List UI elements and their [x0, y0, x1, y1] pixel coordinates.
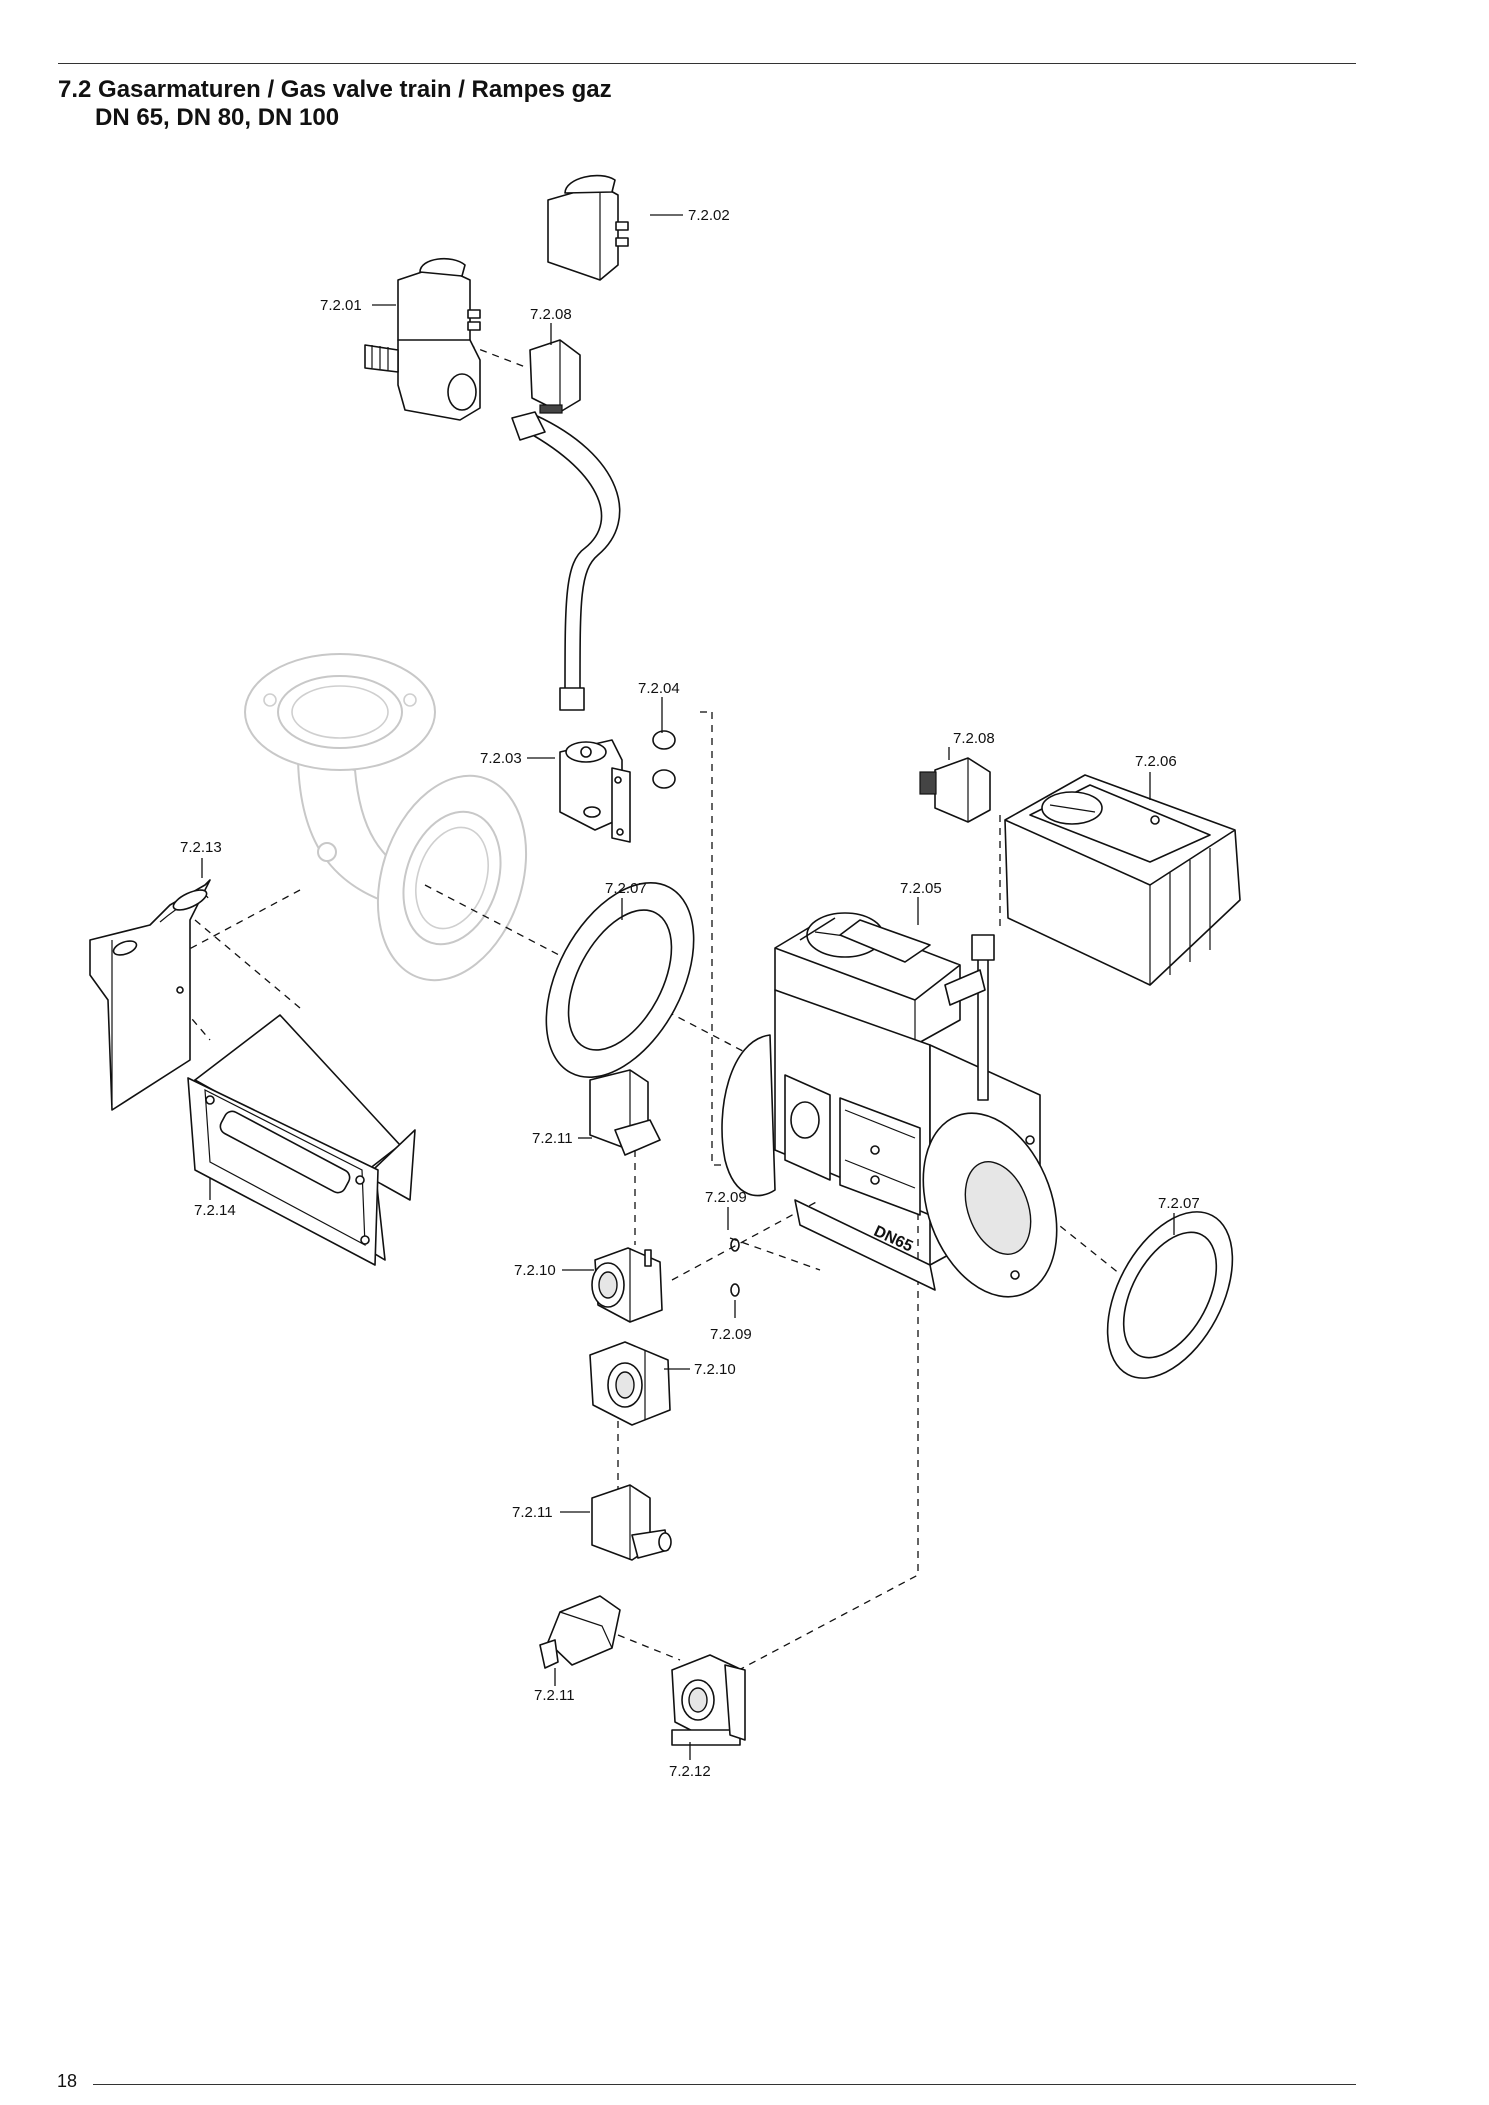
ghost-elbow-flange [244, 653, 528, 982]
part-7-2-07-gasket-right [1106, 1211, 1234, 1379]
title-line-1: 7.2 Gasarmaturen / Gas valve train / Ram… [58, 76, 612, 103]
part-7-2-08-plug-right [919, 757, 991, 823]
part-7-2-03-pressure-switch [559, 739, 631, 843]
label-7-2-12: 7.2.12 [669, 1763, 711, 1780]
part-7-2-11-connector-middle [591, 1484, 672, 1561]
part-7-2-11-connector-upper [589, 1069, 661, 1156]
part-7-2-07-gasket-left [545, 882, 695, 1078]
part-7-2-02-coil [547, 174, 629, 281]
part-7-2-10-coil-lower [589, 1341, 671, 1426]
label-7-2-10-upper: 7.2.10 [514, 1262, 556, 1279]
part-7-2-05-main-valve: DN65 [721, 912, 1058, 1298]
label-7-2-01: 7.2.01 [320, 297, 362, 314]
label-7-2-09-lower: 7.2.09 [710, 1326, 752, 1343]
label-7-2-07-right: 7.2.07 [1158, 1195, 1200, 1212]
part-7-2-08-plug-top [529, 339, 581, 414]
label-7-2-05: 7.2.05 [900, 880, 942, 897]
part-7-2-01-solenoid-valve [364, 257, 481, 421]
part-7-2-10-coil-upper [591, 1247, 663, 1323]
part-labels: 7.2.02 7.2.01 7.2.08 7.2.04 7.2.08 7.2.0… [180, 207, 1200, 1780]
part-7-2-14-display-box [187, 1014, 416, 1266]
label-7-2-06: 7.2.06 [1135, 753, 1177, 770]
gas-pipe [511, 411, 621, 711]
part-7-2-09-seals [730, 1238, 740, 1297]
label-7-2-13: 7.2.13 [180, 839, 222, 856]
label-7-2-11-middle: 7.2.11 [512, 1504, 553, 1521]
part-7-2-13-bracket [89, 879, 211, 1111]
label-7-2-08-right: 7.2.08 [953, 730, 995, 747]
bottom-rule [93, 2084, 1356, 2085]
label-7-2-02: 7.2.02 [688, 207, 730, 224]
page-title: 7.2 Gasarmaturen / Gas valve train / Ram… [58, 76, 612, 132]
leader-lines [201, 214, 1175, 1760]
label-7-2-11-upper: 7.2.11 [532, 1130, 573, 1147]
label-7-2-04: 7.2.04 [638, 680, 680, 697]
part-7-2-11-connector-lower [539, 1595, 621, 1669]
label-7-2-09-upper: 7.2.09 [705, 1189, 747, 1206]
page-number: 18 [57, 2071, 78, 2091]
label-7-2-10-lower: 7.2.10 [694, 1361, 736, 1378]
part-7-2-04-o-rings [652, 730, 676, 789]
part-7-2-06-actuator [1004, 774, 1241, 986]
label-7-2-11-lower: 7.2.11 [534, 1687, 575, 1704]
top-rule [58, 63, 1356, 64]
label-7-2-03: 7.2.03 [480, 750, 522, 767]
label-7-2-14: 7.2.14 [194, 1202, 236, 1219]
title-line-2: DN 65, DN 80, DN 100 [95, 104, 340, 131]
part-7-2-12-valve-coil [671, 1654, 746, 1746]
label-7-2-07-left: 7.2.07 [605, 880, 647, 897]
label-7-2-08-top: 7.2.08 [530, 306, 572, 323]
